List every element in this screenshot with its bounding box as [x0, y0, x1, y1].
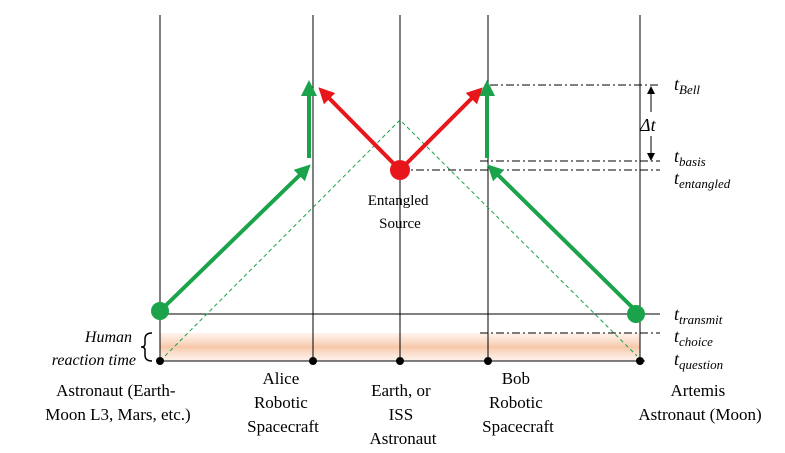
t-basis-label: tbasis	[674, 146, 706, 169]
t-transmit-label: ttransmit	[674, 304, 723, 327]
green-arrow-right-diagonal	[487, 164, 638, 313]
transmit-node-left	[151, 302, 169, 320]
red-arrow-to-alice	[318, 87, 402, 172]
source-label: Entangled Source	[368, 193, 433, 232]
party-label-alice: Alice Robotic Spacecraft	[247, 369, 319, 436]
reaction-brace	[140, 332, 153, 362]
t-question-label: tquestion	[674, 349, 723, 372]
base-dot-bob	[484, 357, 492, 365]
party-label-earth: Earth, or ISS Astronaut	[369, 381, 436, 448]
green-arrow-left-diagonal	[158, 164, 311, 313]
base-dot-artemis	[636, 357, 644, 365]
t-bell-label: tBell	[674, 74, 700, 97]
party-label-astronaut: Astronaut (Earth- Moon L3, Mars, etc.)	[45, 381, 190, 424]
party-label-bob: Bob Robotic Spacecraft	[482, 369, 554, 436]
base-dot-alice	[309, 357, 317, 365]
t-choice-label: tchoice	[674, 326, 713, 349]
base-dot-astronaut	[156, 357, 164, 365]
delta-t-label: Δt	[639, 115, 657, 135]
reaction-label: Human reaction time	[52, 329, 136, 369]
transmit-node-right	[627, 305, 645, 323]
entangled-source-node	[390, 160, 410, 180]
base-dot-earth	[396, 357, 404, 365]
red-arrow-to-bob	[398, 87, 483, 172]
t-entangled-label: tentangled	[674, 168, 731, 191]
party-label-artemis: Artemis Astronaut (Moon)	[638, 381, 761, 424]
light-cone	[164, 119, 638, 357]
